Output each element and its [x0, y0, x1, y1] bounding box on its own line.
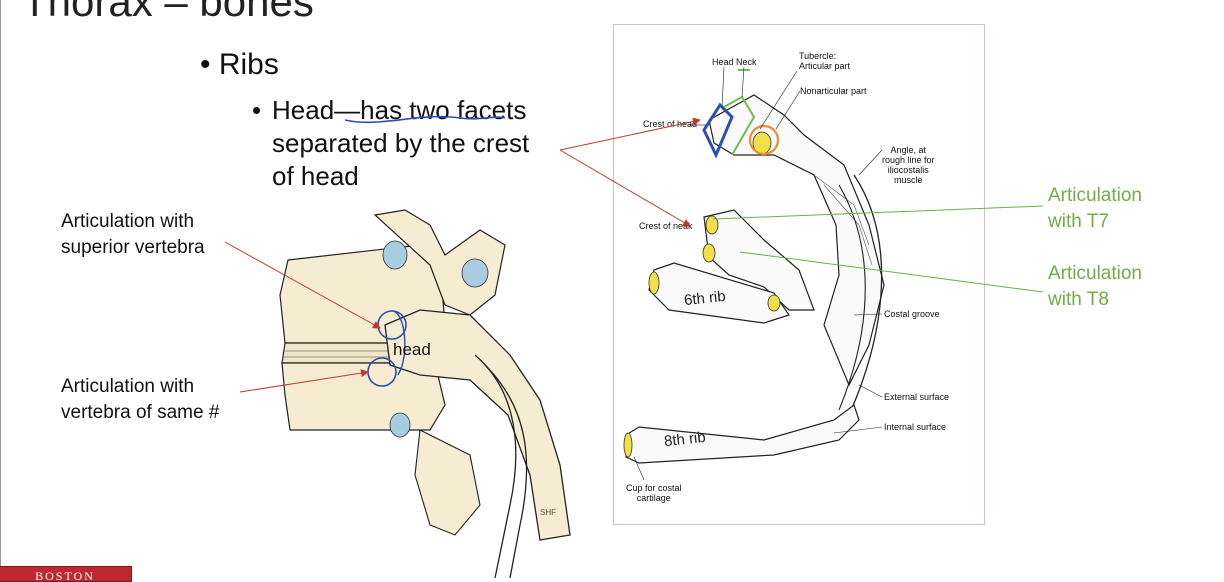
annotation-t7-line-1: Articulation: [1048, 185, 1142, 206]
bullet-ribs-text: Ribs: [218, 48, 279, 81]
annotation-t7: Articulation with T7: [1048, 183, 1142, 235]
green-ink-neck: [723, 95, 756, 156]
fig-label-tubercle: Tubercle: Articular part: [799, 51, 850, 71]
facet-disc-1: [382, 240, 408, 270]
label-superior-line-2: superior vertebra: [61, 237, 205, 258]
fig-label-internal-surface: Internal surface: [884, 422, 947, 432]
university-logo: BOSTON: [0, 566, 132, 582]
annotation-t8-line-2: with T8: [1048, 289, 1109, 310]
annotation-t8: Articulation with T8: [1048, 261, 1142, 313]
fig-label-crest-neck: Crest of neak: [639, 221, 693, 231]
fig-label-angle-2: rough line for: [882, 155, 935, 165]
fig-label-angle-3: iliocostalis: [887, 165, 929, 175]
spinous-process: [414, 429, 481, 536]
fig-label-neck: Neck: [736, 57, 757, 67]
slide-left-edge: [0, 0, 1, 578]
fig-label-crest-head: Crest of head: [643, 119, 698, 129]
fig-label-costal-groove: Costal groove: [884, 309, 940, 319]
eighth-rib: [625, 404, 860, 464]
bullet-line-3: of head: [272, 161, 359, 191]
upper-rib-shape: [708, 94, 885, 387]
bullet-line-1: Head—has two facets: [272, 95, 527, 125]
fig-label-external-surface: External surface: [884, 392, 950, 402]
facet-8th-rib: [623, 432, 633, 458]
fig-label-angle: Angle, at rough line for iliocostalis mu…: [882, 145, 935, 185]
label-articulation-same: Articulation with vertebra of same #: [61, 374, 219, 426]
bullet-dot: •: [252, 95, 262, 125]
fig-label-angle-1: Angle, at: [890, 145, 927, 155]
bullet-ribs: • Ribs: [200, 48, 279, 81]
annotation-t7-line-2: with T7: [1048, 211, 1109, 232]
artist-signature: SHF: [540, 508, 556, 517]
upper-process: [373, 209, 506, 316]
facet-6th-rib: [648, 271, 660, 295]
page-title: Thorax – bones: [22, 0, 314, 25]
fig-label-head: Head: [712, 57, 734, 67]
blue-ink-crest: [702, 102, 734, 159]
head-label: head: [393, 340, 431, 359]
fig-label-tubercle-1: Tubercle:: [799, 51, 837, 61]
facet-t7: [705, 215, 719, 235]
label-same-line-2: vertebra of same #: [61, 402, 220, 423]
label-same-line-1: Articulation with: [61, 376, 195, 397]
vertebra-illustration: SHF: [279, 209, 571, 578]
fig-label-cup-2: cartilage: [636, 493, 671, 503]
bullet-line-2: separated by the crest: [272, 128, 530, 158]
label-articulation-superior: Articulation with superior vertebra: [61, 209, 205, 261]
fig-label-cup: Cup for costal cartilage: [626, 483, 682, 503]
rib-shaft-curve-2: [484, 364, 528, 578]
facet-disc-3: [389, 412, 411, 438]
facet-6th-rib-tip: [767, 294, 781, 312]
fig-label-nonarticular: Nonarticular part: [800, 86, 867, 96]
rib-head-neck: [384, 309, 571, 541]
label-superior-line-1: Articulation with: [61, 211, 195, 232]
fig-label-cup-1: Cup for costal: [626, 483, 682, 493]
facet-disc-2: [461, 258, 489, 288]
fig-label-angle-4: muscle: [894, 175, 923, 185]
orange-ink-tubercle: [748, 124, 780, 156]
annotation-t8-line-1: Articulation: [1048, 263, 1142, 284]
facet-t8: [702, 243, 716, 263]
fig-label-tubercle-2: Articular part: [799, 61, 851, 71]
rib-figure-panel: Head Neck Tubercle: Articular part Nonar…: [613, 24, 985, 525]
